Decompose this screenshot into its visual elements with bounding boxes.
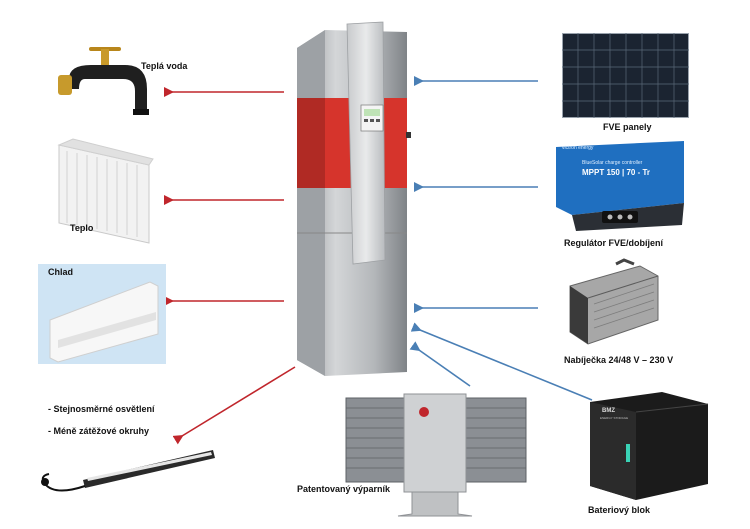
input-arrows: [409, 76, 593, 401]
heat-pump-unit: [297, 21, 411, 376]
charge-controller-image: victron energy BlueSolar charge controll…: [556, 141, 684, 231]
pv-regulator-label: Regulátor FVE/dobíjení: [564, 238, 664, 248]
controller-model: MPPT 150 | 70 - Tr: [582, 168, 651, 177]
battery-image: BMZ ENERGY STORAGE: [590, 392, 710, 502]
evaporator-image: [345, 393, 527, 517]
controller-brand: victron energy: [562, 145, 594, 151]
battery-brand: BMZ: [602, 408, 615, 414]
output-arrows: [164, 87, 296, 445]
hot-water-label: Teplá voda: [141, 61, 188, 71]
radiator-image: [57, 138, 154, 244]
evaporator-label: Patentovaný výparník: [297, 484, 391, 494]
pv-panel-image: [562, 33, 689, 118]
charger-label: Nabíječka 24/48 V – 230 V: [564, 355, 674, 365]
battery-sub: ENERGY STORAGE: [600, 416, 629, 420]
charger-image: [569, 258, 659, 345]
arrow-from-battery: [410, 322, 593, 401]
heat-label: Teplo: [70, 223, 94, 233]
ac-unit-image: [38, 264, 166, 364]
led-lamp-image: [41, 450, 215, 492]
pv-panels-label: FVE panely: [603, 122, 652, 132]
cooling-label: Chlad: [48, 267, 74, 277]
arrow-to-lighting: [172, 366, 296, 445]
fewer-circuits-label: - Méně zátěžové okruhy: [48, 426, 150, 436]
arrow-from-evaporator: [409, 341, 471, 387]
dc-lighting-label: - Stejnosměrné osvětlení: [48, 404, 155, 414]
faucet-image: [58, 47, 149, 115]
battery-label: Bateriový blok: [588, 505, 651, 515]
controller-line1: BlueSolar charge controller: [582, 160, 643, 166]
